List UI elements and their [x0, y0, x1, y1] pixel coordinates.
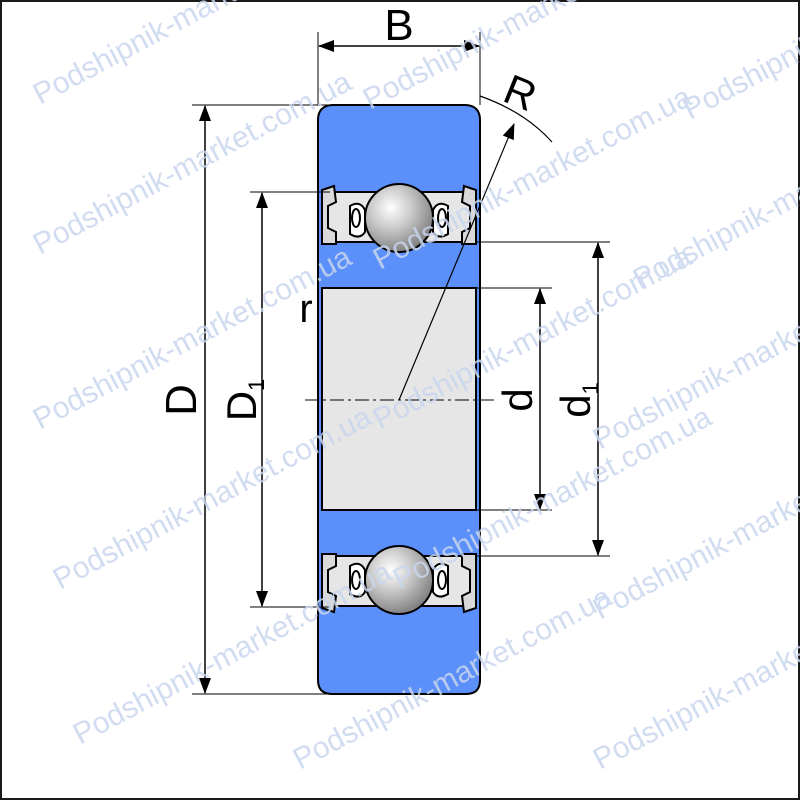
- label-B: B: [384, 1, 413, 50]
- label-d1: d1: [552, 382, 603, 418]
- radius-arc: [479, 95, 553, 143]
- upper-left-seal: [321, 184, 338, 245]
- lower-cage: [349, 562, 449, 598]
- radius-line-R: [398, 123, 515, 401]
- label-D1: D1: [218, 379, 269, 422]
- lower-left-seal: [321, 553, 338, 614]
- label-d-group: d: [494, 388, 541, 411]
- upper-cage: [349, 202, 449, 238]
- label-D1-group: D1: [218, 379, 269, 422]
- label-R: R: [498, 65, 544, 120]
- label-r: r: [299, 287, 312, 331]
- label-d1-group: d1: [552, 382, 603, 418]
- lower-right-seal: [460, 553, 477, 614]
- lower-ball: [364, 545, 434, 615]
- upper-ball: [364, 183, 434, 253]
- watermark: Podshipnik-market.com.ua: [28, 65, 357, 261]
- label-d: d: [494, 388, 541, 411]
- label-D-group: D: [157, 384, 206, 416]
- upper-right-seal: [460, 184, 477, 245]
- watermark: Podshipnik-market.com.ua: [678, 0, 800, 126]
- label-D: D: [157, 384, 206, 416]
